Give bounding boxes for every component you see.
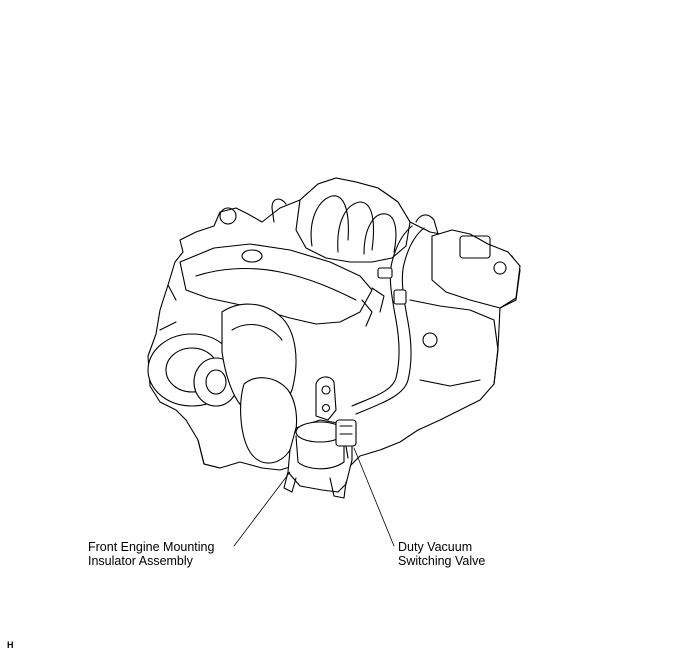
front-engine-mounting-label: Front Engine Mounting Insulator Assembly <box>88 540 214 568</box>
duty-vacuum-switching-valve-label: Duty Vacuum Switching Valve <box>398 540 485 568</box>
duty-vacuum-switching-valve-label-line2: Switching Valve <box>398 554 486 568</box>
duty-vacuum-switching-valve-label-line1: Duty Vacuum <box>398 540 473 554</box>
vacuum-hose-drawing <box>351 214 439 415</box>
engine-assembly-drawing <box>147 177 521 471</box>
duty-vacuum-switching-valve-drawing <box>335 419 357 459</box>
front-engine-mounting-label-line2: Insulator Assembly <box>88 554 193 568</box>
front-engine-mounting-label-line1: Front Engine Mounting <box>88 540 215 554</box>
leader-line-valve <box>353 447 395 547</box>
leader-line-mount <box>233 471 291 547</box>
figure-code: H <box>7 640 14 650</box>
